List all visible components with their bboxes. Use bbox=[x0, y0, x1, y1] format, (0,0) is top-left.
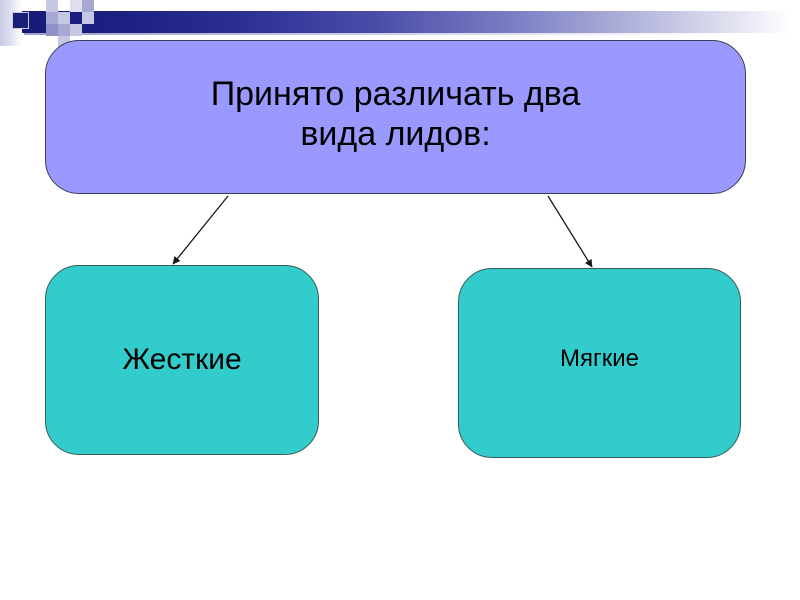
square-lavender-9-icon bbox=[82, 12, 94, 24]
title-box-line-1: Принято различать два bbox=[210, 74, 581, 113]
square-lavender-3-icon bbox=[46, 24, 58, 36]
header-gradient-band bbox=[22, 11, 790, 33]
arrow-to-right-box bbox=[547, 195, 593, 268]
branch-box-hard[interactable]: Жесткие bbox=[45, 265, 319, 455]
square-navy-icon bbox=[12, 12, 29, 29]
square-lavender-6-icon bbox=[70, 0, 82, 12]
square-lavender-8-icon bbox=[82, 0, 94, 12]
square-lavender-7-icon bbox=[70, 24, 82, 36]
title-box[interactable]: Принято различать два вида лидов: bbox=[45, 40, 746, 194]
title-box-text: Принято различать два вида лидов: bbox=[211, 74, 581, 160]
header-fade-strip bbox=[0, 0, 22, 46]
square-lavender-1-icon bbox=[46, 0, 58, 12]
arrow-to-left-box bbox=[172, 195, 229, 265]
branch-box-soft[interactable]: Мягкие bbox=[458, 268, 741, 458]
square-lavender-4-icon bbox=[58, 12, 70, 24]
header-band-shadow bbox=[24, 33, 790, 35]
title-box-line-2: вида лидов: bbox=[300, 115, 491, 153]
branch-box-soft-label: Мягкие bbox=[560, 345, 639, 372]
square-lavender-2-icon bbox=[46, 12, 58, 24]
branch-box-hard-label: Жесткие bbox=[122, 343, 242, 377]
square-lavender-5-icon bbox=[58, 24, 70, 36]
